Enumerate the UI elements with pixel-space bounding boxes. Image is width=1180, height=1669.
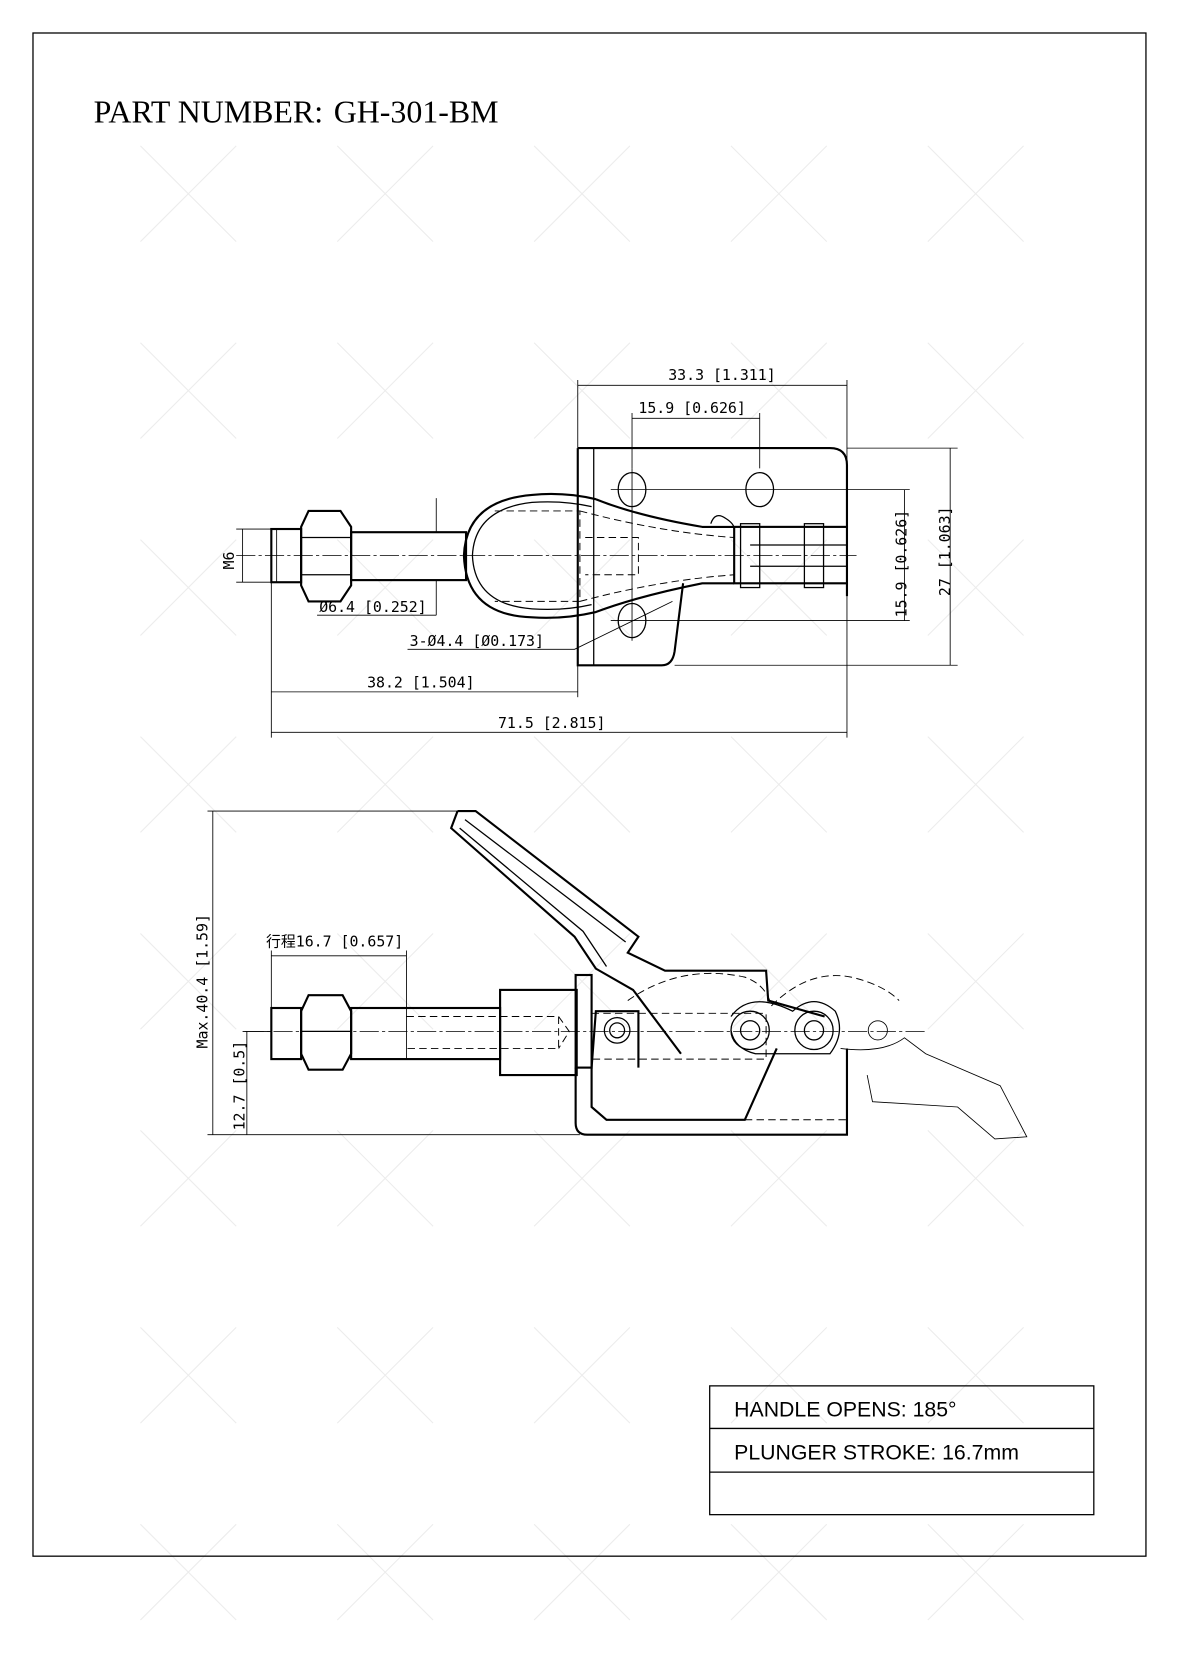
hex-nut — [300, 509, 353, 603]
watermark-line — [336, 145, 434, 242]
pivot-pin — [794, 1010, 834, 1051]
watermark-line — [730, 145, 828, 242]
watermark-line — [336, 736, 434, 833]
watermark-line — [730, 1326, 828, 1424]
threaded-end — [270, 527, 303, 584]
watermark-line — [730, 1523, 828, 1621]
plunger-shaft — [350, 1006, 502, 1061]
watermark-line — [927, 1130, 1024, 1227]
dim-mount-holes: 3-Ø4.4 [Ø0.173] — [410, 632, 544, 650]
watermark-line — [336, 1523, 434, 1621]
watermark-line — [533, 1523, 631, 1621]
watermark-line — [140, 736, 237, 833]
watermark-line — [533, 342, 631, 439]
watermark-line — [533, 736, 631, 833]
plunger-shaft — [350, 531, 468, 582]
spec-plunger-stroke: PLUNGER STROKE: 16.7mm — [734, 1440, 1019, 1464]
watermark-line — [927, 1326, 1024, 1424]
dim-thread: M6 — [220, 552, 238, 570]
flange — [574, 973, 593, 1069]
dim-max-height: Max.40.4 [1.59] — [193, 914, 211, 1048]
pivot-pin — [603, 1016, 631, 1044]
watermark-line — [336, 1130, 434, 1227]
watermark-line — [336, 1326, 434, 1424]
watermark-line — [533, 933, 631, 1030]
spec-table: HANDLE OPENS: 185° PLUNGER STROKE: 16.7m… — [709, 1385, 1095, 1516]
spec-handle-opens: HANDLE OPENS: 185° — [734, 1398, 956, 1422]
dim-base-height: 27 [1.063] — [936, 506, 954, 596]
watermark-line — [730, 736, 828, 833]
handle-open-position — [840, 1037, 1028, 1140]
pivot-pin-open — [867, 1020, 888, 1041]
watermark-line — [927, 342, 1024, 439]
watermark-line — [140, 342, 237, 439]
watermark-line — [730, 1130, 828, 1227]
threaded-end — [270, 1006, 303, 1061]
watermark-line — [140, 933, 237, 1030]
part-number-title: PART NUMBER:GH-301-BM — [94, 94, 499, 129]
watermark-line — [336, 342, 434, 439]
sheet-border — [32, 32, 1147, 1557]
watermark-line — [140, 539, 237, 636]
watermark-line — [336, 933, 434, 1030]
watermark-line — [927, 1523, 1024, 1621]
watermark-line — [730, 342, 828, 439]
base-bracket — [574, 1010, 849, 1136]
watermark-line — [533, 1326, 631, 1424]
top-view: 33.3 [1.311] 15.9 [0.626] M6 Ø6.4 [0.252… — [220, 366, 958, 738]
hex-nut — [300, 994, 353, 1071]
dim-plunger-to-base: 38.2 [1.504] — [367, 674, 474, 692]
dim-overall-length: 71.5 [2.815] — [498, 714, 605, 732]
watermark-line — [140, 145, 237, 242]
dim-hole-spacing-h: 15.9 [0.626] — [638, 399, 745, 417]
watermark-line — [927, 145, 1024, 242]
watermark-line — [927, 539, 1024, 636]
clamp-body — [462, 492, 735, 619]
guide-block — [499, 988, 578, 1077]
base-plate — [576, 447, 849, 667]
dim-stroke: 行程16.7 [0.657] — [266, 932, 403, 950]
link — [730, 1000, 841, 1055]
watermark-line — [140, 1130, 237, 1227]
dim-hole-spacing-v: 15.9 [0.626] — [893, 510, 911, 617]
watermark-line — [927, 736, 1024, 833]
watermark-line — [927, 933, 1024, 1030]
clevis — [733, 525, 849, 585]
dim-bracket-width: 33.3 [1.311] — [668, 366, 775, 384]
watermark-line — [140, 1523, 237, 1621]
watermark-line — [140, 1326, 237, 1424]
dim-plunger-diameter: Ø6.4 [0.252] — [319, 598, 426, 616]
watermark-line — [533, 145, 631, 242]
dim-center-height: 12.7 [0.5] — [231, 1041, 249, 1131]
side-view: Max.40.4 [1.59] 12.7 [0.5] 行程16.7 [0.657… — [193, 810, 1028, 1140]
watermark-line — [533, 1130, 631, 1227]
